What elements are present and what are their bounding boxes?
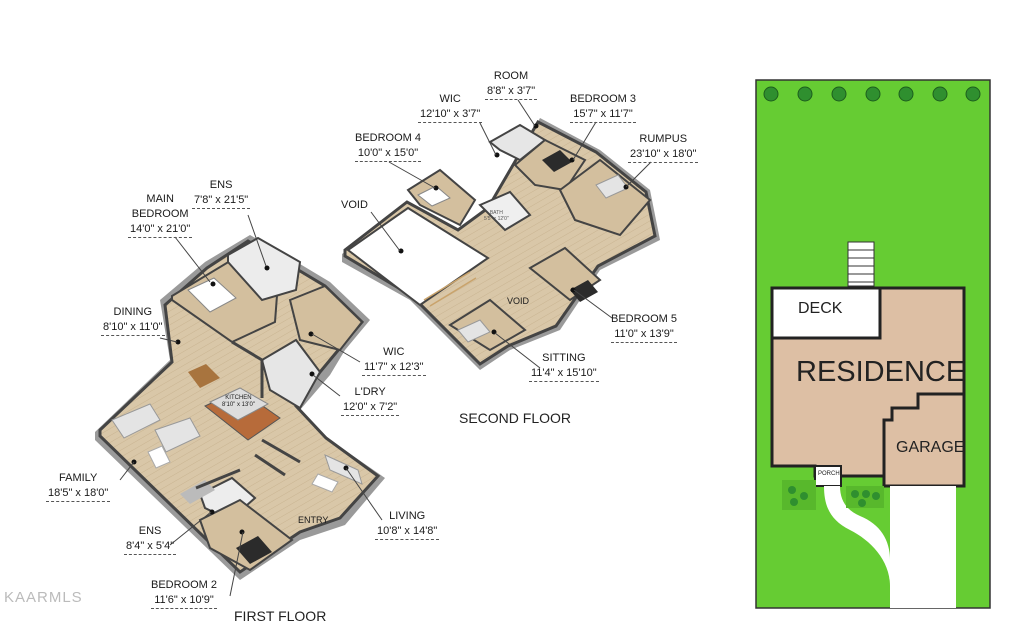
room-name: LIVING (389, 510, 426, 522)
room-name: SITTING (542, 352, 586, 364)
room-dimension: 11'6" x 10'9" (151, 593, 218, 609)
room-dimension: 7'8" x 21'5" (192, 193, 251, 209)
room-name: ENS (138, 525, 162, 537)
room-name: ENS (209, 179, 233, 191)
site-label-garage: GARAGE (896, 439, 965, 456)
room-name: RUMPUS (639, 133, 688, 145)
room-label-ldry: L'DRY 12'0" x 7'2" (341, 385, 400, 416)
room-name: L'DRY (354, 386, 386, 398)
room-label-ens-first: ENS 8'4" x 5'4" (124, 524, 177, 555)
site-label-deck: DECK (798, 300, 843, 317)
room-name: MAIN BEDROOM (131, 193, 189, 220)
room-label-bedroom-3: BEDROOM 3 15'7" x 11'7" (570, 92, 637, 123)
room-label-room: ROOM 8'8" x 3'7" (485, 69, 538, 100)
floor-title-first: FIRST FLOOR (234, 608, 327, 624)
room-name: BEDROOM 3 (570, 93, 637, 105)
room-label-bedroom-2: BEDROOM 2 11'6" x 10'9" (151, 578, 218, 609)
room-label-main-bedroom: MAIN BEDROOM 14'0" x 21'0" (128, 192, 193, 238)
room-label-living: LIVING 10'8" x 14'8" (375, 509, 440, 540)
room-dimension: 8'4" x 5'4" (124, 539, 177, 555)
room-label-ens-main: ENS 7'8" x 21'5" (192, 178, 251, 209)
site-plan (755, 79, 991, 609)
kitchen-name: KITCHEN (225, 395, 252, 401)
inline-label-kitchen: KITCHEN 8'10" x 13'0" (222, 395, 255, 409)
inline-label-entry: ENTRY (298, 515, 329, 525)
room-label-bedroom-5: BEDROOM 5 11'0" x 13'9" (611, 312, 678, 343)
room-dimension: 8'10" x 11'0" (101, 320, 165, 336)
room-dimension: 10'8" x 14'8" (375, 524, 440, 540)
room-name: FAMILY (59, 472, 98, 484)
room-dimension: 12'10" x 3'7" (418, 107, 483, 123)
inline-label-bath: BATH 5'5" x 12'0" (484, 210, 509, 222)
floor-title-second: SECOND FLOOR (459, 410, 572, 426)
inline-label-void-small: VOID (507, 296, 530, 306)
room-label-wic-first: WIC 11'7" x 12'3" (362, 345, 426, 376)
room-dimension: 10'0" x 15'0" (355, 146, 422, 162)
room-name: BEDROOM 2 (151, 579, 218, 591)
room-label-sitting: SITTING 11'4" x 15'10" (529, 351, 599, 382)
room-name: VOID (341, 199, 368, 211)
room-name: BEDROOM 5 (611, 313, 678, 325)
room-name: ROOM (493, 70, 529, 82)
room-label-dining: DINING 8'10" x 11'0" (101, 305, 165, 336)
room-dimension: 23'10" x 18'0" (628, 147, 699, 163)
room-label-void: VOID (341, 198, 368, 213)
first-floor-plan (95, 214, 385, 597)
room-label-wic-second: WIC 12'10" x 3'7" (418, 92, 483, 123)
second-floor-plan (342, 99, 660, 370)
site-label-porch: PORCH (818, 471, 840, 477)
room-dimension: 11'4" x 15'10" (529, 366, 599, 382)
room-label-family: FAMILY 18'5" x 18'0" (46, 471, 111, 502)
room-dimension: 12'0" x 7'2" (341, 400, 400, 416)
brand-watermark: KAARMLS (4, 589, 83, 606)
bath-dimension: 5'5" x 12'0" (484, 216, 509, 222)
room-dimension: 15'7" x 11'7" (570, 107, 637, 123)
bath-name: BATH (489, 210, 503, 216)
room-dimension: 11'0" x 13'9" (611, 327, 678, 343)
site-label-residence: RESIDENCE (796, 356, 966, 388)
room-label-rumpus: RUMPUS 23'10" x 18'0" (628, 132, 699, 163)
kitchen-dimension: 8'10" x 13'0" (222, 402, 255, 408)
room-dimension: 11'7" x 12'3" (362, 360, 426, 376)
room-label-bedroom-4: BEDROOM 4 10'0" x 15'0" (355, 131, 422, 162)
room-dimension: 8'8" x 3'7" (485, 84, 538, 100)
room-name: WIC (383, 346, 405, 358)
room-name: WIC (439, 93, 461, 105)
room-name: BEDROOM 4 (355, 132, 422, 144)
room-name: DINING (113, 306, 153, 318)
room-dimension: 18'5" x 18'0" (46, 486, 111, 502)
room-dimension: 14'0" x 21'0" (128, 222, 193, 238)
